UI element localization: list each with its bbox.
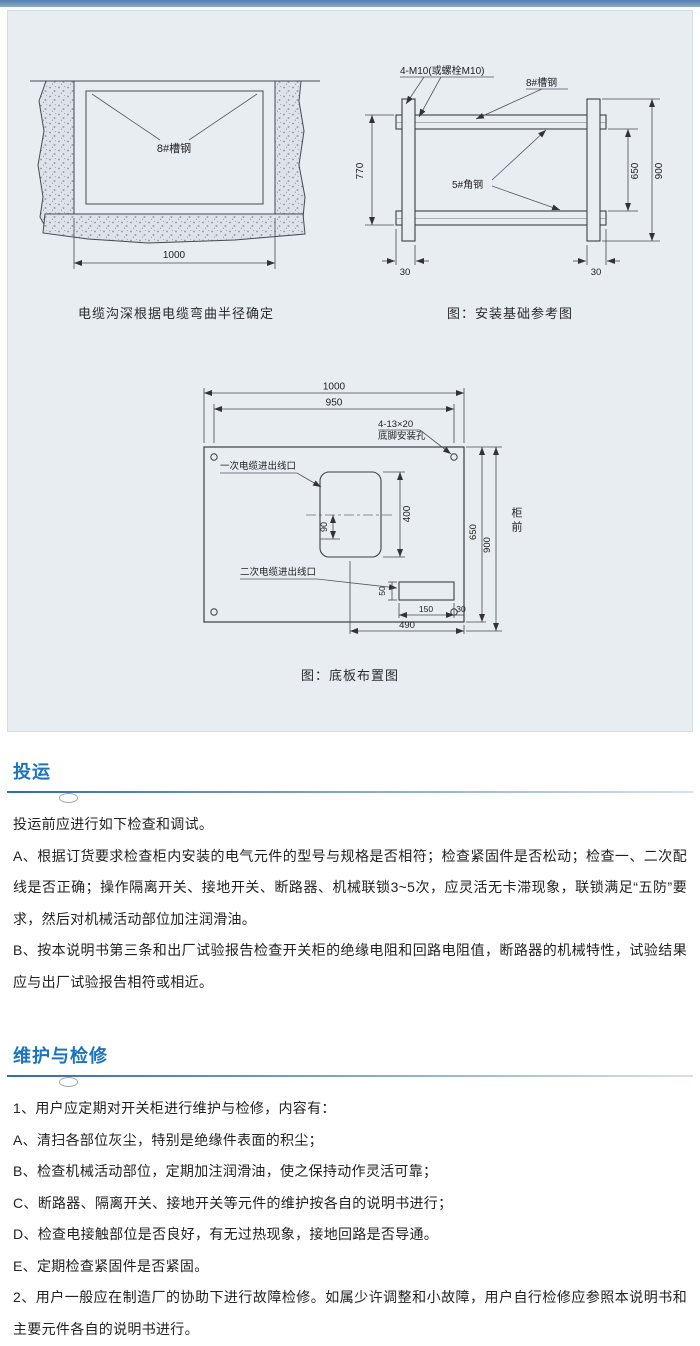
dim-30-right: 30 [591,267,602,278]
baseplate-diagram: 1000 950 4-13×20 底脚安装孔 一次电缆进出线口 4 [203,382,502,634]
dim-30-left: 30 [400,267,411,278]
cable-trench-diagram: 8#槽钢 1000 [30,80,320,269]
dim-150: 150 [419,604,433,614]
mounting-hole-callout-line1: 4-13×20 [378,419,413,430]
section-maintenance: 维护与检修 1、用户应定期对开关柜进行维护与检修，内容有： A、清扫各部位灰尘，… [7,1042,693,1345]
baseplate-outline [203,446,465,623]
mounting-hole-callout-line2: 底脚安装孔 [378,430,426,442]
section-title-maintenance: 维护与检修 [13,1046,108,1066]
secondary-opening-leader [240,578,398,591]
baseplate-bottom-dim [349,561,465,634]
trench-width-dim: 1000 [163,250,186,261]
foundation-channel-label: 8#槽钢 [526,76,557,89]
hole-callout-leader [378,429,452,455]
dim-1000: 1000 [323,382,346,393]
baseplate-caption: 图：底板布置图 [300,668,399,683]
paragraph-item-1: 1、用户应定期对开关柜进行维护与检修，内容有： [13,1100,336,1116]
paragraph-item-2: 2、用户一般应在制造厂的协助下进行故障检修。如属少许调整和小故障，用户自行检修应… [13,1289,687,1337]
top-accent-bar [0,0,700,7]
dim-90: 90 [319,522,329,532]
dim-50: 50 [377,586,387,596]
section-title-commissioning: 投运 [13,762,51,782]
foundation-diagram: 4-M10(或螺栓M10) 8#槽钢 5#角钢 [355,64,665,278]
foundation-frame [395,98,607,242]
secondary-cable-opening [398,581,455,601]
cabinet-front-label: 柜前 [510,507,522,535]
baseplate-top-dimensions [203,388,465,443]
paragraph-intro: 投运前应进行如下检查和调试。 [13,816,214,832]
dim-650-right: 650 [468,524,479,540]
section-commissioning: 投运 投运前应进行如下检查和调试。 A、根据订货要求检查柜内安装的电气元件的型号… [7,758,693,998]
primary-opening-label: 一次电缆进出线口 [220,460,296,472]
dim-490: 490 [399,620,415,631]
dim-900-right: 900 [482,537,493,553]
foundation-bolt-label: 4-M10(或螺栓M10) [400,64,484,77]
dim-400: 400 [402,505,413,522]
primary-cable-opening [319,471,382,558]
foundation-caption: 图：安装基础参考图 [446,306,573,321]
dim-900: 900 [654,162,665,179]
paragraph-item-b: B、按本说明书第三条和出厂试验报告检查开关柜的绝缘电阻和回路电阻值，断路器的机械… [13,942,687,990]
trench-channel-label: 8#槽钢 [157,142,191,155]
primary-opening-dims [320,471,405,558]
secondary-opening-label: 二次电缆进出线口 [240,566,316,578]
paragraph-item-a: A、清扫各部位灰尘，特别是绝缘件表面的积尘； [13,1131,323,1148]
divider-ellipse-icon [59,1077,78,1087]
paragraph-item-d: D、检查电接触部位是否良好，有无过热现象，接地回路是否导通。 [13,1226,439,1242]
angle-leaders [491,129,561,211]
paragraph-item-a: A、根据订货要求检查柜内安装的电气元件的型号与规格是否相符；检查紧固件是否松动；… [13,847,687,927]
diagram-panel: 8#槽钢 1000 4-M10(或螺栓M10) [7,10,693,732]
paragraph-item-c: C、断路器、隔离开关、接地开关等元件的维护按各自的说明书进行； [13,1194,453,1211]
paragraph-item-b: B、检查机械活动部位，定期加注润滑油，使之保持动作灵活可靠； [13,1163,438,1179]
trench-structure [30,80,320,244]
dim-650: 650 [630,162,641,179]
trench-dimension [73,218,276,269]
foundation-angle-label: 5#角钢 [452,178,483,191]
trench-caption: 电缆沟深根据电缆弯曲半径确定 [77,306,274,321]
paragraph-item-e: E、定期检查紧固件是否紧固。 [13,1257,209,1274]
dim-950: 950 [326,398,343,409]
foundation-dimensions [365,98,660,265]
divider-ellipse-icon [59,793,78,803]
secondary-opening-dims [388,581,464,618]
mounting-holes [210,453,458,616]
trench-leader-lines [91,93,258,141]
dim-770: 770 [355,162,366,179]
primary-opening-leader [220,472,322,488]
section-divider [7,791,693,803]
dim-30-offset: 30 [456,604,466,614]
bolt-leaders [405,76,442,118]
baseplate-right-dims [466,446,502,632]
section-divider [7,1075,693,1087]
manual-text: 投运 投运前应进行如下检查和调试。 A、根据订货要求检查柜内安装的电气元件的型号… [0,758,700,1345]
